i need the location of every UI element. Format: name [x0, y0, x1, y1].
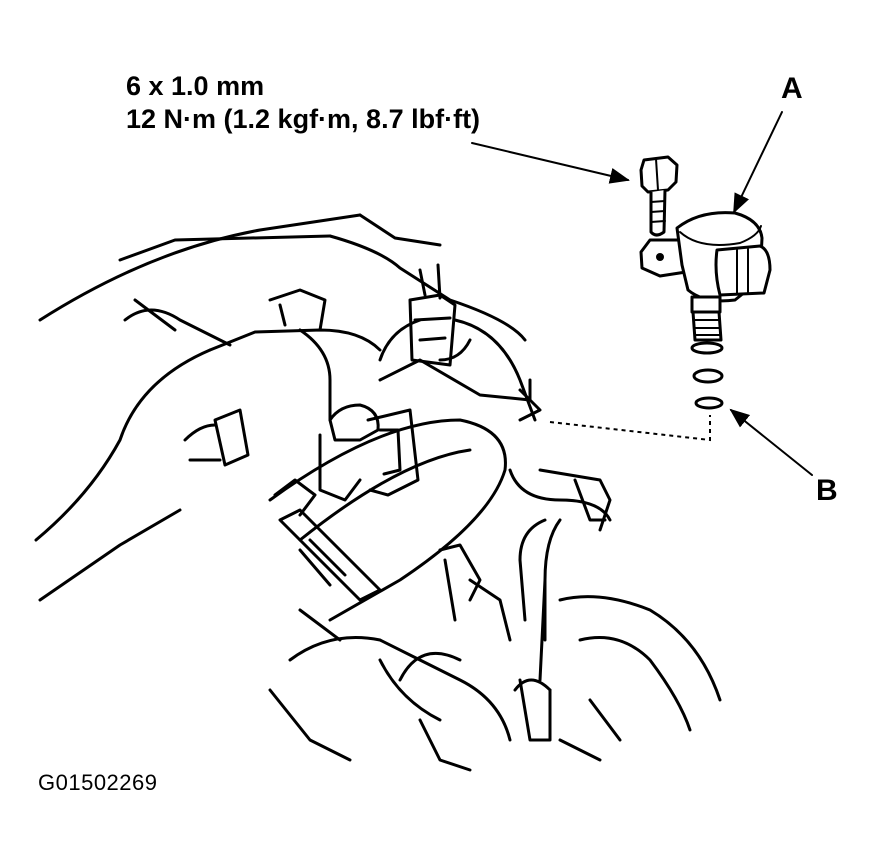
- bolt-size-label: 6 x 1.0 mm: [126, 71, 265, 101]
- callout-label-a: A: [781, 72, 803, 105]
- torque-leader-arrow: [471, 142, 630, 184]
- leader-lines: [471, 111, 813, 476]
- callout-b-arrow: [729, 408, 813, 476]
- torque-spec: 6 x 1.0 mm 12 N·m (1.2 kgf·m, 8.7 lbf·ft…: [126, 70, 480, 136]
- engine-outline: [34, 213, 722, 772]
- figure-id: G01502269: [38, 770, 158, 795]
- callout-label-b: B: [816, 474, 838, 507]
- o-ring-icon: [690, 341, 724, 410]
- torque-value-label: 12 N·m (1.2 kgf·m, 8.7 lbf·ft): [126, 104, 481, 134]
- callout-a-arrow: [733, 111, 783, 214]
- solenoid-valve-icon: [639, 211, 772, 342]
- bolt-icon: [639, 155, 679, 237]
- install-position-dashed-line: [549, 415, 711, 442]
